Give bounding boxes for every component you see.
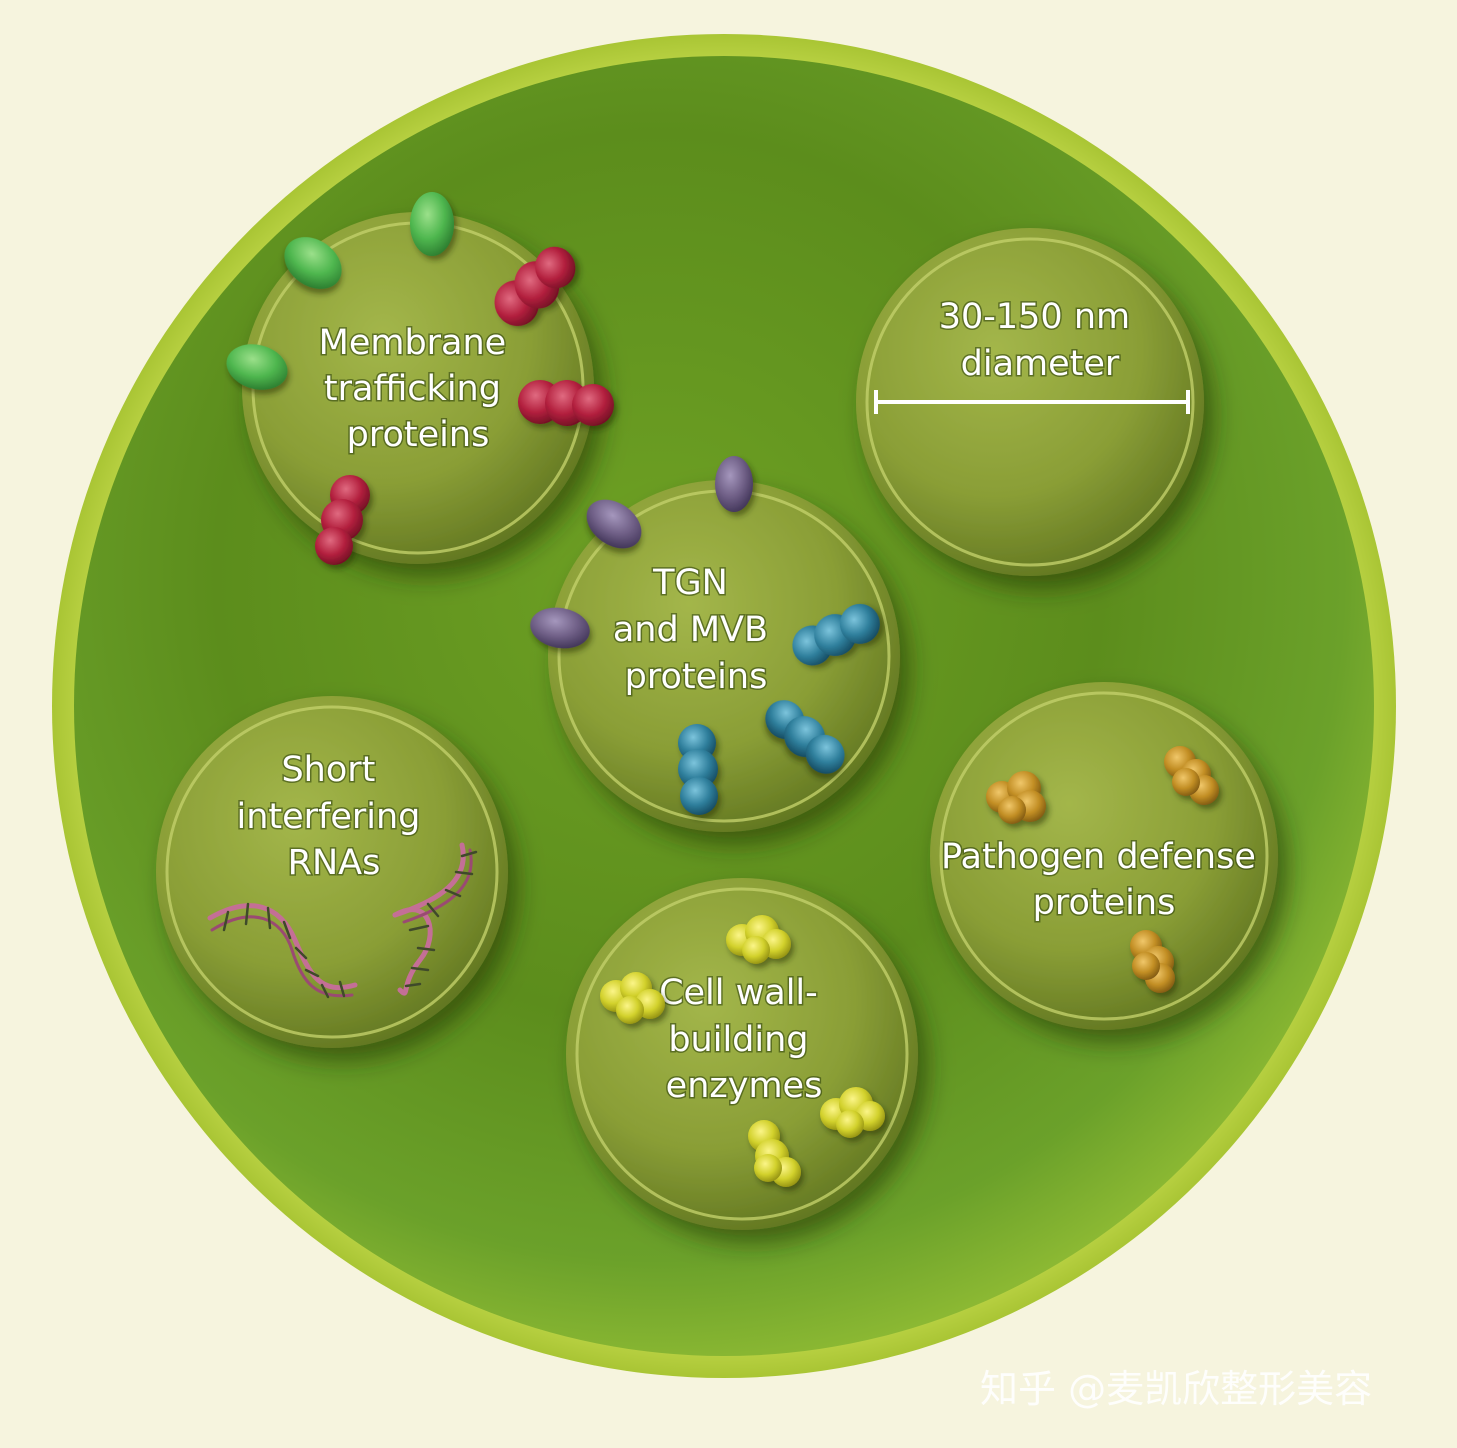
rna-strand <box>207 902 358 999</box>
vesicle-cell-wall: Cell wall- building enzymes <box>566 878 918 1230</box>
protein-green <box>410 192 454 256</box>
protein-red <box>518 380 614 426</box>
label-line: Cell wall- <box>659 973 818 1013</box>
label-line: proteins <box>347 415 490 455</box>
vesicle-tgn-mvb: TGN and MVB proteins <box>530 456 900 832</box>
protein-blue <box>678 724 718 815</box>
label-line: 30-150 nm <box>939 297 1130 337</box>
protein-purple <box>530 607 590 649</box>
label-line: Pathogen defense <box>941 837 1256 877</box>
label-line: Short <box>281 750 375 790</box>
protein-green <box>226 344 288 390</box>
rna-strand <box>392 842 478 996</box>
protein-red <box>494 246 576 326</box>
label-line: proteins <box>1033 883 1176 923</box>
vesicle-label-size: 30-150 nm diameter <box>939 297 1142 384</box>
vesicle-label-pathogen: Pathogen defense proteins <box>941 837 1267 923</box>
protein-blue <box>765 700 845 774</box>
vesicle-sirna: Short interfering RNAs <box>156 696 508 1048</box>
protein-orange <box>1164 746 1219 805</box>
vesicle-label-cellwall: Cell wall- building enzymes <box>659 973 829 1106</box>
protein-orange <box>1130 930 1175 993</box>
watermark: 知乎 @麦凯欣整形美容 <box>980 1367 1372 1411</box>
vesicle-label-sirna: Short interfering RNAs <box>236 750 431 883</box>
protein-blue <box>792 603 880 666</box>
label-line: enzymes <box>666 1066 823 1106</box>
protein-purple <box>586 499 642 549</box>
label-line: building <box>668 1020 808 1060</box>
label-line: proteins <box>625 657 768 697</box>
vesicle-label-tgn: TGN and MVB proteins <box>613 563 779 697</box>
protein-yellow <box>726 915 791 964</box>
label-line: and MVB <box>613 610 768 650</box>
protein-yellow <box>748 1120 801 1187</box>
vesicle-size-scale: 30-150 nm diameter <box>856 228 1204 576</box>
label-line: RNAs <box>288 843 381 883</box>
protein-orange <box>986 771 1046 824</box>
vesicle-membrane-trafficking: Membrane trafficking proteins <box>226 192 614 565</box>
label-line: Membrane <box>319 323 507 363</box>
label-line: interfering <box>236 797 420 837</box>
protein-yellow <box>820 1087 885 1138</box>
label-line: TGN <box>652 563 728 603</box>
label-line: diameter <box>961 344 1120 384</box>
scale-bar <box>874 390 1190 414</box>
protein-purple <box>715 456 753 512</box>
vesicle-label-membrane: Membrane trafficking proteins <box>319 323 518 455</box>
label-line: trafficking <box>324 369 501 409</box>
protein-green <box>284 237 342 289</box>
protein-red <box>315 475 370 565</box>
vesicle-pathogen-defense: Pathogen defense proteins <box>930 682 1278 1030</box>
protein-yellow <box>600 972 665 1024</box>
